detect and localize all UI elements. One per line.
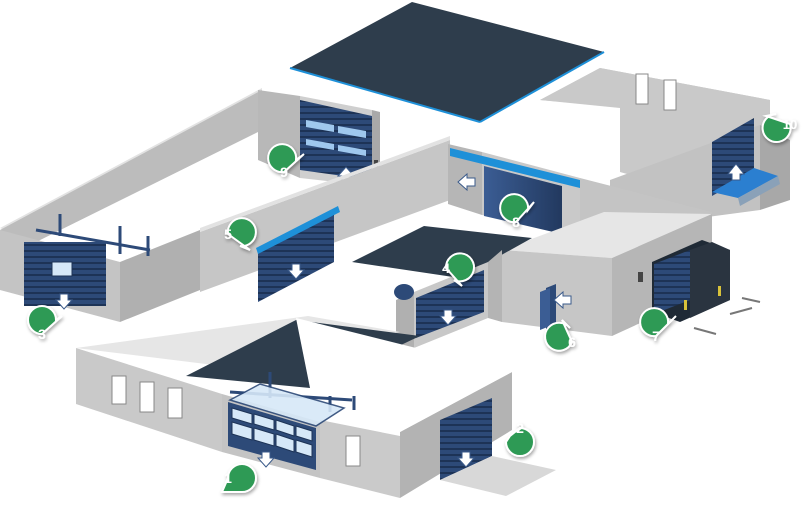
window-front-2	[139, 381, 155, 413]
roof-slab-edge-2	[479, 51, 605, 123]
door-2-ramp	[440, 456, 556, 496]
wall-block-7-left	[502, 250, 612, 336]
sectional-door-9	[300, 100, 372, 180]
wall-left-back	[0, 90, 262, 250]
door-8-track	[450, 148, 580, 188]
left-arrow-icon-6	[553, 290, 572, 310]
dock-7-bumper-2	[718, 286, 721, 296]
marker-6-label: 6	[568, 334, 576, 350]
marker-10-label: 10	[783, 117, 797, 132]
wall-door-4-right	[488, 250, 502, 322]
left-arrow-icon-8	[457, 172, 476, 192]
dock-leveller-plate-10	[712, 168, 778, 198]
door-3-window	[51, 261, 73, 277]
window-front-3	[167, 387, 183, 419]
marker-2[interactable]: 2	[504, 420, 535, 457]
door-1-glass-canopy	[228, 383, 346, 427]
down-arrow-icon-2	[456, 451, 476, 468]
window-rear-1	[635, 73, 649, 105]
marker-3[interactable]: 3	[27, 305, 63, 342]
high-speed-door-5	[258, 212, 334, 302]
roof-slab-rear	[290, 2, 604, 122]
window-front-1	[111, 375, 127, 405]
door-5-header	[256, 206, 340, 254]
marker-2-label: 2	[516, 420, 524, 436]
personnel-door-6-open	[540, 288, 550, 330]
marker-10[interactable]: 10	[761, 113, 798, 143]
marker-8[interactable]: 8	[499, 193, 535, 230]
dock-7-floor-lines	[693, 297, 761, 335]
wall-block-7-top	[502, 212, 712, 258]
roof-slab-door-4	[352, 226, 532, 278]
down-arrow-icon-3	[54, 293, 74, 310]
marker-9[interactable]: 9	[267, 143, 305, 180]
marker-5-label: 5	[224, 226, 232, 242]
wall-left-inner	[120, 230, 200, 322]
door-9-window-3	[306, 139, 334, 150]
down-arrow-icon-5	[286, 263, 306, 280]
roof-slab-edge	[289, 67, 481, 123]
marker-7-label: 7	[652, 328, 660, 344]
dock-leveller-lip-10	[738, 176, 780, 206]
wall-switch-7	[638, 272, 643, 282]
wall-central-top	[200, 136, 450, 232]
down-arrow-icon-4	[438, 309, 458, 326]
marker-5[interactable]: 5	[224, 217, 257, 251]
marker-6[interactable]: 6	[544, 319, 576, 352]
spiral-door-4-drum	[394, 284, 414, 300]
door-1-glazing	[231, 407, 313, 458]
wall-front-back	[296, 318, 512, 432]
marker-7[interactable]: 7	[639, 307, 677, 344]
door-9-window-1	[306, 120, 334, 132]
window-front-4	[345, 435, 361, 467]
marker-1-label: 1	[224, 470, 232, 486]
window-rear-2	[663, 79, 677, 111]
roller-door-2	[440, 398, 492, 480]
up-arrow-icon-10	[726, 163, 746, 181]
marker-4[interactable]: 4	[442, 252, 475, 287]
marker-8-label: 8	[512, 214, 520, 230]
door-9-window-2	[338, 126, 366, 138]
down-arrow-icon-1	[256, 451, 276, 468]
dock-door-7	[654, 250, 690, 314]
marker-9-label: 9	[280, 164, 288, 180]
spiral-door-4	[416, 270, 484, 338]
dock-shelter-7-side	[690, 242, 730, 318]
marker-4-label: 4	[442, 260, 450, 276]
dock-7-bumper-1	[684, 300, 687, 310]
marker-3-label: 3	[38, 326, 46, 342]
marker-1[interactable]: 1	[220, 463, 257, 493]
door-3-rails	[35, 214, 151, 256]
door-9-window-4	[338, 145, 366, 156]
